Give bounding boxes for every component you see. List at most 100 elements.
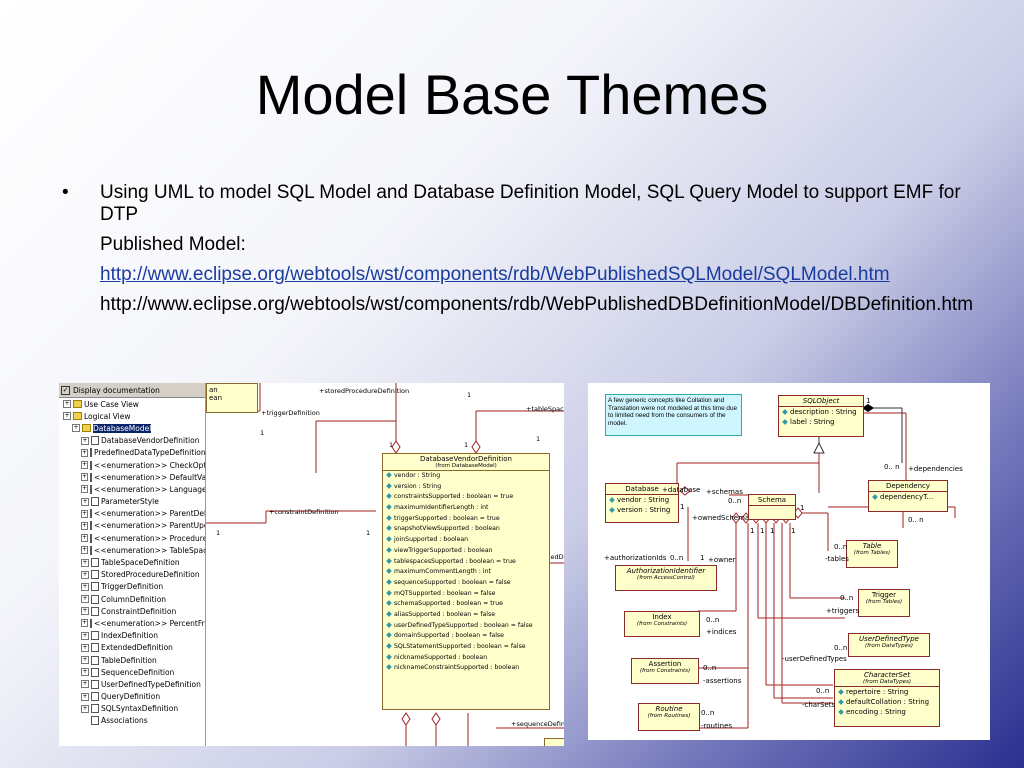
tree-item[interactable]: + SQLSyntaxDefinition: [59, 703, 205, 715]
class-icon: [90, 460, 93, 470]
schema-class: Schema: [748, 494, 796, 520]
attribute-icon: [386, 472, 392, 478]
expand-toggle-icon[interactable]: +: [81, 509, 89, 518]
tree-item[interactable]: +ConstraintDefinition: [59, 605, 205, 617]
label-1f: 1: [770, 527, 775, 535]
expand-toggle-icon[interactable]: +: [81, 607, 89, 616]
tree-item-label: SequenceDefinition: [101, 667, 175, 677]
tree-item[interactable]: +QueryDefinition: [59, 691, 205, 703]
expand-toggle-icon[interactable]: +: [81, 534, 89, 543]
class-icon: [91, 558, 99, 568]
label-0n-f: 0..n: [840, 594, 854, 602]
charset-attr-repertoire: repertoire : String: [846, 688, 909, 696]
expand-toggle-icon[interactable]: +: [81, 546, 89, 555]
bullet-list: • Using UML to model SQL Model and Datab…: [62, 182, 992, 316]
attribute-icon: [386, 621, 392, 628]
tree-item[interactable]: +StoredProcedureDefinition: [59, 569, 205, 581]
tree-item[interactable]: + Use Case View: [59, 398, 205, 410]
udt-class: UserDefinedType(from DataTypes): [848, 633, 930, 657]
expand-toggle-icon[interactable]: +: [81, 461, 89, 470]
expand-toggle-icon[interactable]: +: [81, 448, 89, 457]
expand-toggle-icon[interactable]: +: [81, 656, 89, 665]
label-mult-1f: 1: [216, 529, 221, 537]
tree-item[interactable]: +Associations: [59, 715, 205, 727]
tree-item-label: ParameterStyle: [101, 497, 159, 507]
class-icon: [91, 679, 99, 689]
class-icon: [91, 570, 99, 580]
expand-toggle-icon[interactable]: +: [81, 595, 89, 604]
expand-toggle-icon[interactable]: +: [81, 619, 89, 628]
expand-toggle-icon[interactable]: +: [63, 400, 71, 409]
tree-item[interactable]: +Logical View: [59, 410, 205, 422]
tree-item[interactable]: +<<enumeration>> ParentDeleteDRIRuleT: [59, 508, 205, 520]
attribute-icon: [386, 664, 392, 671]
tree-item[interactable]: +IndexDefinition: [59, 630, 205, 642]
tree-item[interactable]: +<<enumeration>> DefaultValueType: [59, 471, 205, 483]
expand-toggle-icon[interactable]: +: [81, 668, 89, 677]
expand-toggle-icon[interactable]: +: [81, 704, 89, 713]
tree-item[interactable]: +DatabaseVendorDefinition: [59, 435, 205, 447]
tree-item-label: <<enumeration>> LanguageType: [94, 484, 205, 494]
attribute-icon: [386, 546, 392, 553]
expand-toggle-icon[interactable]: +: [81, 485, 89, 494]
expand-toggle-icon[interactable]: +: [81, 582, 89, 591]
vendor-attribute: domainSupported : boolean = false: [383, 631, 549, 642]
tree-item-label: Use Case View: [84, 399, 139, 409]
label-1e: 1: [760, 527, 765, 535]
attribute-icon: [386, 643, 392, 649]
expand-toggle-icon[interactable]: +: [81, 631, 89, 640]
expand-toggle-icon[interactable]: +: [81, 473, 89, 482]
vendor-attribute: viewTriggerSupported : boolean: [383, 546, 549, 557]
tree-item[interactable]: +<<enumeration>> CheckOption: [59, 459, 205, 471]
expand-toggle-icon[interactable]: +: [81, 436, 89, 445]
expand-toggle-icon[interactable]: +: [81, 643, 89, 652]
tree-item[interactable]: +ColumnDefinition: [59, 593, 205, 605]
label-0n-g: 0..n: [706, 616, 720, 624]
attribute-icon: [386, 493, 392, 500]
sql-model-link[interactable]: http://www.eclipse.org/webtools/wst/comp…: [100, 264, 890, 285]
tree-item-label: ExtendedDefinition: [101, 643, 173, 653]
tree-item[interactable]: +<<enumeration>> TableSpaceType: [59, 544, 205, 556]
attribute-icon: [386, 504, 392, 510]
tree-item[interactable]: +PredefinedDataTypeDefinition: [59, 447, 205, 459]
vendor-attribute-text: domainSupported : boolean = false: [394, 632, 504, 640]
tree-item-label: <<enumeration>> ProcedureType: [94, 533, 205, 543]
table-title: Table: [862, 542, 882, 550]
tree-item[interactable]: + <<enumeration>> ProcedureType: [59, 532, 205, 544]
checkbox-icon[interactable]: ✓: [61, 385, 70, 395]
index-class: Index(from Constraints): [624, 611, 700, 637]
expand-toggle-icon[interactable]: +: [72, 424, 80, 433]
charset-title: CharacterSet: [863, 671, 911, 679]
expand-toggle-icon[interactable]: +: [81, 521, 89, 530]
label-tables: -tables: [825, 555, 849, 563]
tree-item[interactable]: +TableDefinition: [59, 654, 205, 666]
tree-item[interactable]: + TableSpaceDefinition: [59, 556, 205, 568]
sqlobject-attr-label: label : String: [790, 418, 835, 426]
vendor-attribute: sequenceSupported : boolean = false: [383, 578, 549, 589]
tree-item[interactable]: +<<enumeration>> ParentUpdateDRIRule: [59, 520, 205, 532]
routine-package: (from Routines): [647, 713, 691, 719]
routine-title: Routine: [655, 705, 683, 713]
tree-item[interactable]: + ExtendedDefinition: [59, 642, 205, 654]
dependency-title: Dependency: [885, 482, 931, 490]
expand-toggle-icon[interactable]: +: [81, 680, 89, 689]
tree-item-label: TableSpaceDefinition: [101, 558, 180, 568]
tree-item[interactable]: +TriggerDefinition: [59, 581, 205, 593]
tree-item-label: SQLSyntaxDefinition: [101, 704, 179, 714]
tree-item[interactable]: + <<enumeration>> LanguageType: [59, 483, 205, 495]
tree-item[interactable]: + SequenceDefinition: [59, 666, 205, 678]
label-mult-1d: 1: [464, 441, 469, 449]
expand-toggle-icon[interactable]: +: [81, 497, 89, 506]
expand-toggle-icon[interactable]: +: [81, 692, 89, 701]
expand-toggle-icon[interactable]: +: [81, 558, 89, 567]
expand-toggle-icon[interactable]: +: [63, 412, 71, 421]
tree-item[interactable]: +DatabaseModel: [59, 422, 205, 434]
label-indices: +indices: [706, 628, 737, 636]
tree-item[interactable]: +UserDefinedTypeDefinition: [59, 678, 205, 690]
label-1c: 1: [800, 504, 805, 512]
vendor-attribute: version : String: [383, 482, 549, 493]
tree-item[interactable]: + ParameterStyle: [59, 496, 205, 508]
attribute-icon: [872, 494, 878, 500]
tree-item[interactable]: +<<enumeration>> PercentFreeTerminolog: [59, 617, 205, 629]
expand-toggle-icon[interactable]: +: [81, 570, 89, 579]
